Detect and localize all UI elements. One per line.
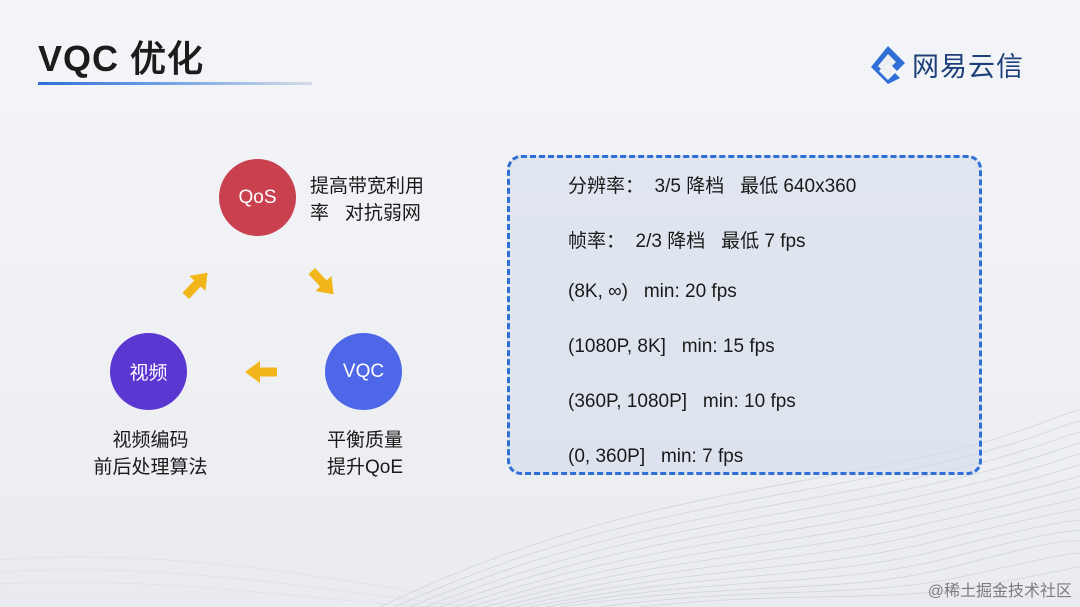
- qos-node-label: QoS: [238, 187, 276, 209]
- netease-yunxin-logo-icon: [868, 44, 908, 84]
- fps-rule-8k-plus: (8K, ∞) min: 20 fps: [568, 281, 737, 303]
- brand-logo: 网易云信: [868, 44, 1024, 84]
- qos-note-line-1: 提高带宽利用: [310, 173, 424, 200]
- framerate-rule: 帧率： 2/3 降档 最低 7 fps: [568, 226, 806, 253]
- logo-text: 网易云信: [912, 45, 1024, 84]
- vqc-node-label: VQC: [343, 361, 384, 383]
- page-title: VQC 优化: [38, 30, 204, 82]
- downgrade-rules-box: 分辨率： 3/5 降档 最低 640x360 帧率： 2/3 降档 最低 7 f…: [507, 155, 982, 475]
- video-node: 视频: [110, 333, 187, 410]
- video-note-line-1: 视频编码: [78, 427, 223, 454]
- watermark: @稀土掘金技术社区: [928, 577, 1072, 601]
- resolution-rule: 分辨率： 3/5 降档 最低 640x360: [568, 171, 856, 198]
- title-underline: [38, 82, 312, 85]
- qos-node: QoS: [219, 159, 296, 236]
- fps-rule-360p-1080p: (360P, 1080P] min: 10 fps: [568, 391, 796, 413]
- video-note-line-2: 前后处理算法: [78, 454, 223, 481]
- vqc-note-line-2: 提升QoE: [300, 454, 430, 481]
- video-node-label: 视频: [129, 358, 167, 385]
- vqc-node: VQC: [325, 333, 402, 410]
- fps-rule-0-360p: (0, 360P] min: 7 fps: [568, 446, 743, 468]
- vqc-note-line-1: 平衡质量: [300, 427, 430, 454]
- vqc-note: 平衡质量 提升QoE: [300, 427, 430, 481]
- qos-note: 提高带宽利用 率 对抗弱网: [310, 173, 424, 227]
- qos-note-line-2: 率 对抗弱网: [310, 200, 424, 227]
- video-note: 视频编码 前后处理算法: [78, 427, 223, 481]
- fps-rule-1080p-8k: (1080P, 8K] min: 15 fps: [568, 336, 775, 358]
